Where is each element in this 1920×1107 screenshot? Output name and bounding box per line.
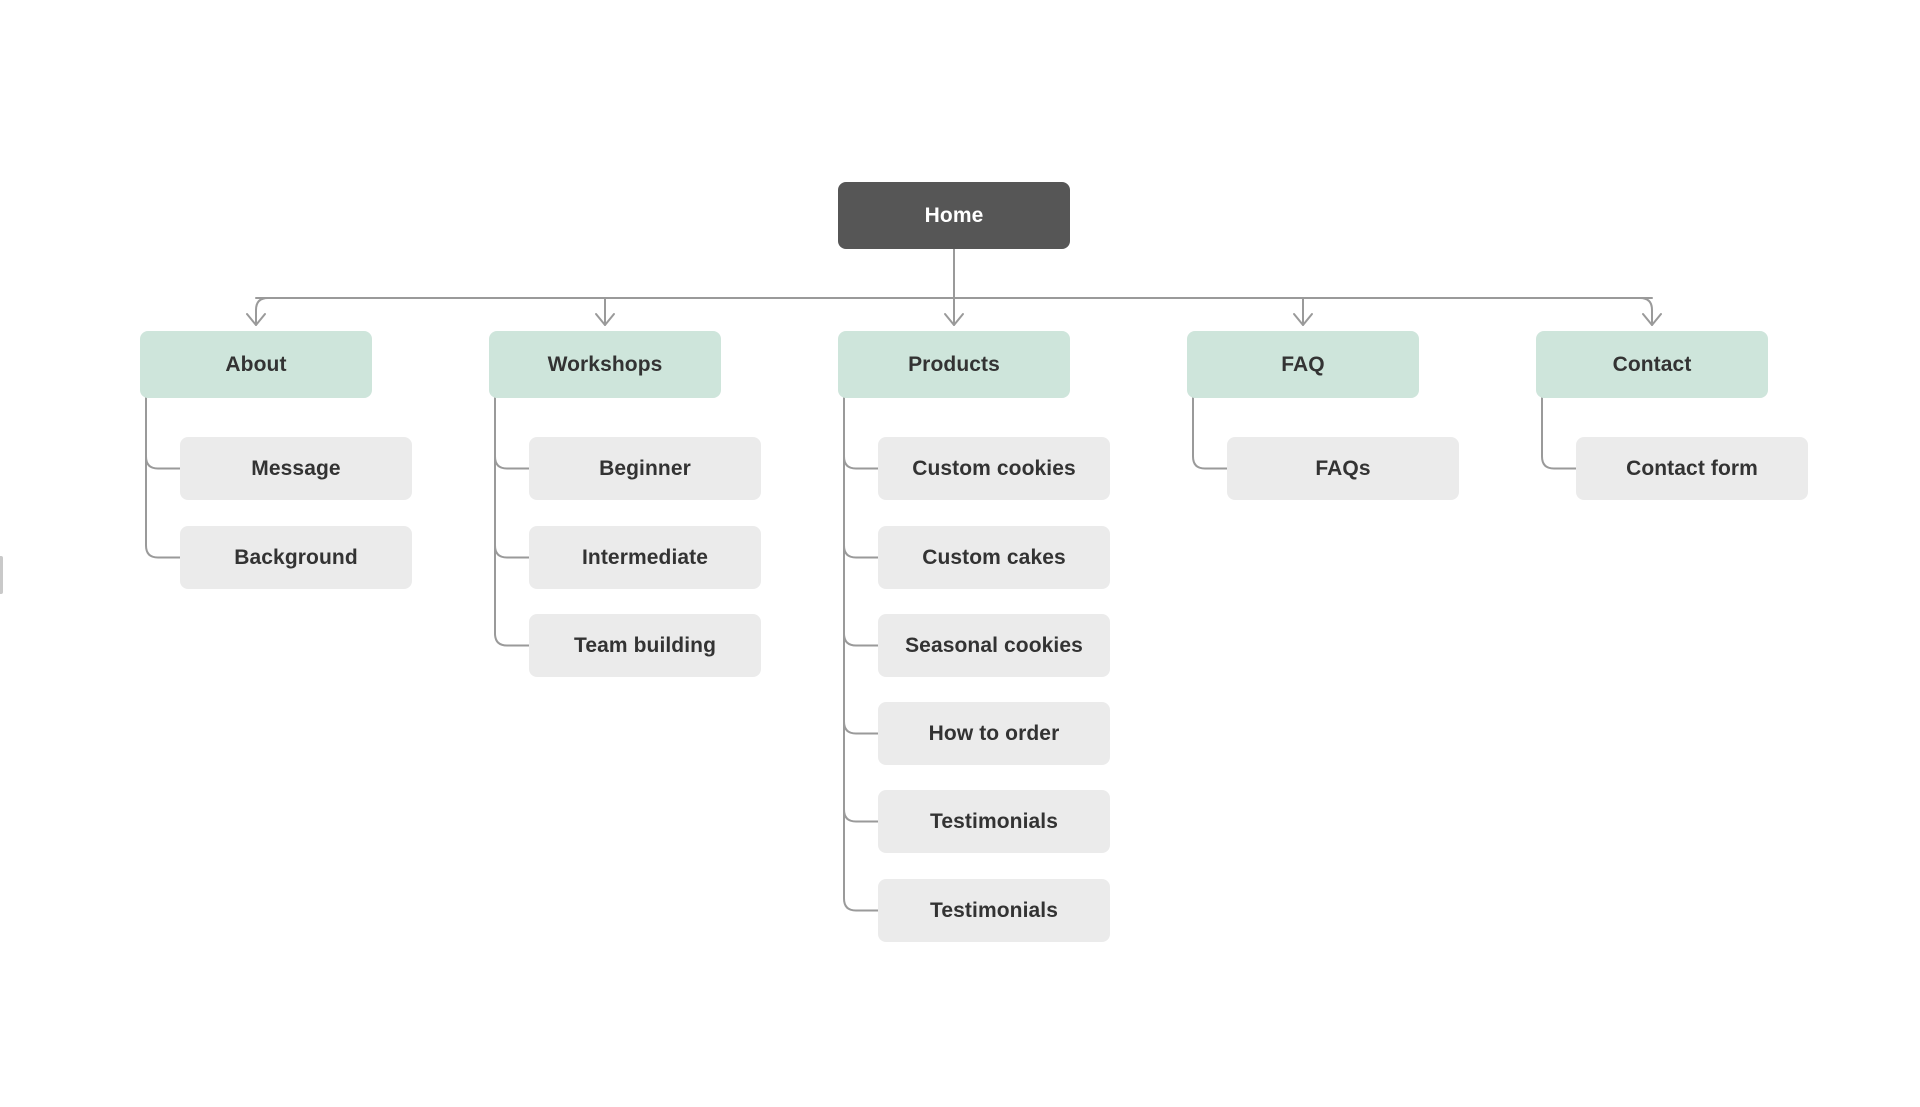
node-contact[interactable]: Contact: [1536, 331, 1768, 398]
arrowhead-contact: [1642, 313, 1662, 326]
node-products[interactable]: Products: [838, 331, 1070, 398]
arrowhead-faq: [1293, 313, 1313, 326]
edge-products-child-0: [843, 455, 879, 470]
clipped-edge-sliver: [0, 556, 3, 594]
node-label: Contact: [1612, 352, 1692, 376]
node-label: Intermediate: [581, 545, 709, 569]
edge-products-child-1: [843, 544, 879, 559]
node-label: Custom cakes: [922, 545, 1066, 569]
edge-products-child-2: [843, 632, 879, 647]
node-products-child-2[interactable]: Seasonal cookies: [878, 614, 1110, 677]
node-faq[interactable]: FAQ: [1187, 331, 1419, 398]
arrowhead-products: [944, 313, 964, 326]
node-about-child-0[interactable]: Message: [180, 437, 412, 500]
node-home[interactable]: Home: [838, 182, 1070, 249]
node-label: Testimonials: [929, 898, 1058, 922]
edge-home-to-contact: [1639, 297, 1653, 326]
edge-about-child-0: [145, 455, 181, 470]
node-workshops-child-0[interactable]: Beginner: [529, 437, 761, 500]
node-workshops[interactable]: Workshops: [489, 331, 721, 398]
node-label: Beginner: [599, 456, 691, 480]
node-label: Contact form: [1626, 456, 1758, 480]
trunk-products: [843, 397, 879, 912]
node-label: Seasonal cookies: [905, 633, 1083, 657]
node-products-child-5[interactable]: Testimonials: [878, 879, 1110, 942]
node-products-child-0[interactable]: Custom cookies: [878, 437, 1110, 500]
node-faq-child-0[interactable]: FAQs: [1227, 437, 1459, 500]
node-label: Products: [908, 352, 1000, 376]
edge-workshops-child-0: [494, 455, 530, 470]
node-about[interactable]: About: [140, 331, 372, 398]
node-label: How to order: [928, 721, 1060, 745]
node-label: Custom cookies: [912, 456, 1076, 480]
node-label: FAQs: [1315, 456, 1371, 480]
arrowhead-about: [246, 313, 266, 326]
edge-workshops-child-1: [494, 544, 530, 559]
edge-products-child-3: [843, 720, 879, 735]
node-label: FAQ: [1281, 352, 1325, 376]
node-label: Home: [924, 203, 984, 227]
node-label: Team building: [573, 633, 717, 657]
node-label: Message: [251, 456, 341, 480]
node-label: About: [225, 352, 287, 376]
edge-products-child-4: [843, 808, 879, 823]
node-products-child-1[interactable]: Custom cakes: [878, 526, 1110, 589]
node-workshops-child-2[interactable]: Team building: [529, 614, 761, 677]
trunk-faq: [1192, 397, 1228, 470]
edge-home-to-about: [255, 297, 269, 326]
trunk-about: [145, 397, 181, 559]
node-workshops-child-1[interactable]: Intermediate: [529, 526, 761, 589]
trunk-contact: [1541, 397, 1577, 470]
distribution-bus: [255, 297, 1653, 311]
node-label: Workshops: [547, 352, 663, 376]
trunk-workshops: [494, 397, 530, 647]
node-label: Background: [234, 545, 358, 569]
node-contact-child-0[interactable]: Contact form: [1576, 437, 1808, 500]
node-products-child-3[interactable]: How to order: [878, 702, 1110, 765]
node-label: Testimonials: [929, 809, 1058, 833]
node-about-child-1[interactable]: Background: [180, 526, 412, 589]
arrowhead-workshops: [595, 313, 615, 326]
node-products-child-4[interactable]: Testimonials: [878, 790, 1110, 853]
